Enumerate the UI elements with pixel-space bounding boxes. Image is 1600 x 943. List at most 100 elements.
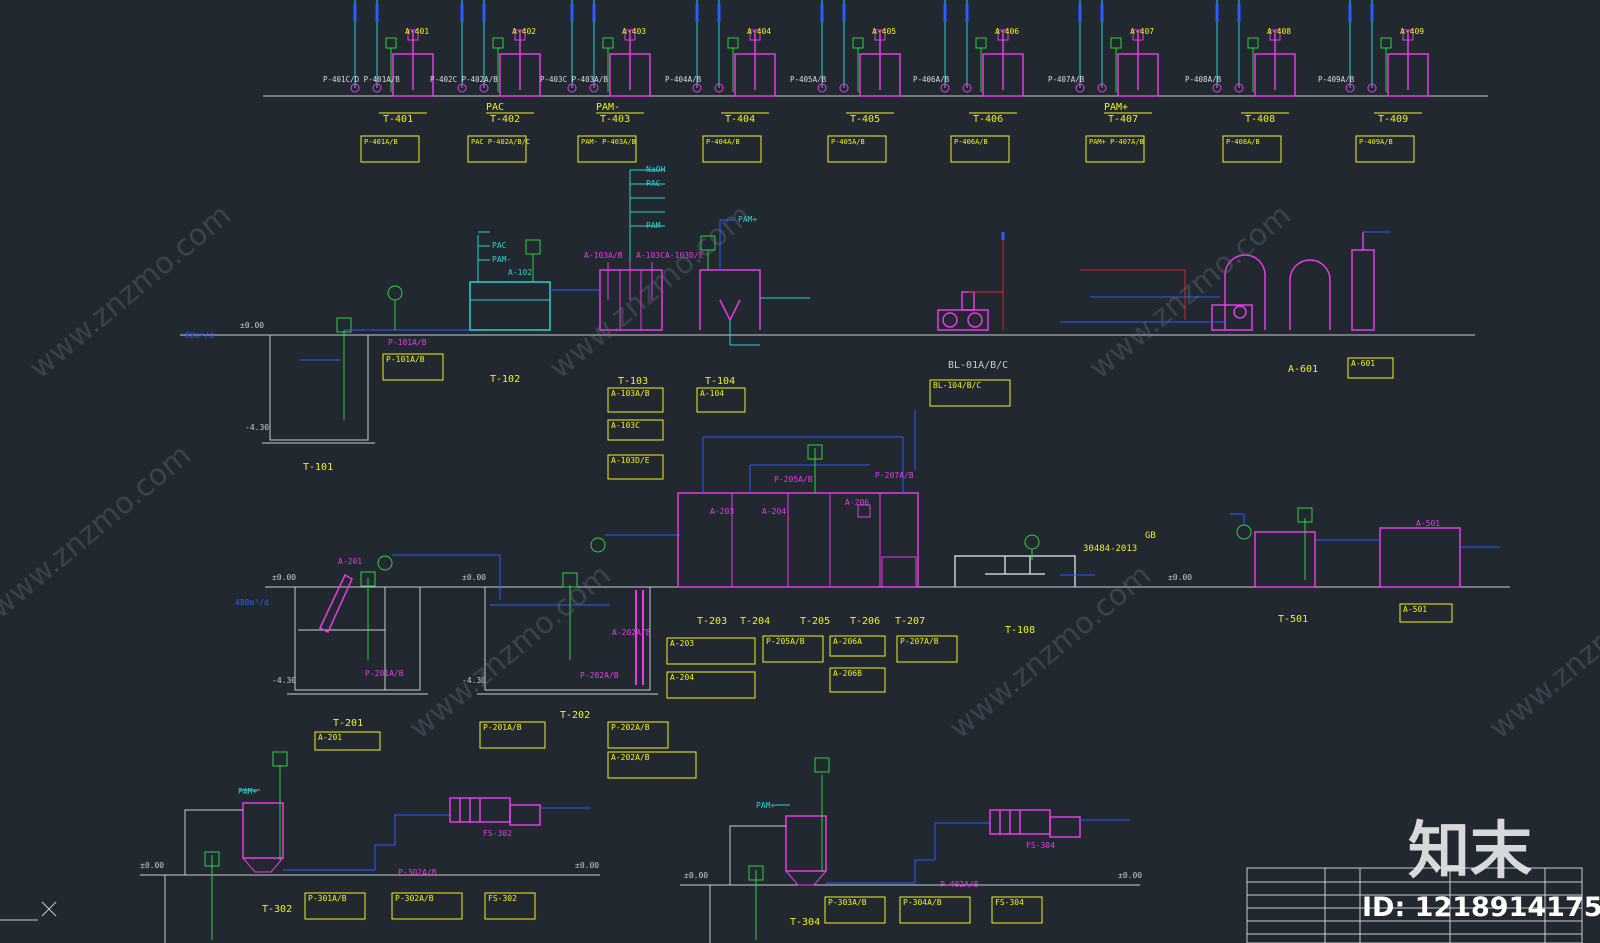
note-a206: A-206A [829, 635, 886, 657]
pump-icon [1097, 83, 1107, 93]
note-a601: A-601 [1347, 357, 1394, 379]
note-a203: A-203 [666, 637, 756, 665]
mixer-a204: A-204 [762, 507, 786, 516]
a501-tank [1379, 527, 1461, 588]
tag-t207: T-207 [895, 616, 925, 627]
unit-tag: T-402 [490, 114, 520, 125]
tag-t204: T-204 [740, 616, 770, 627]
row3-level-zero-4: ±0.00 [1118, 871, 1142, 880]
note-a201: A-201 [314, 731, 381, 751]
row2-level-low-2: -4.30 [462, 676, 486, 685]
mixer-a201: A-201 [338, 557, 362, 566]
t108-basin [954, 555, 1076, 587]
note-p101: P-101A/B [382, 353, 444, 381]
bio-tank-t203-t207 [677, 492, 919, 588]
mixer-label: A-402 [512, 27, 536, 36]
unit-tag: T-403 [600, 114, 630, 125]
pump-label: P-408A/B [1185, 75, 1222, 84]
svg-text:A-202A/B: A-202A/B [611, 753, 650, 762]
watermark-7: www.znzmo.com [1483, 558, 1600, 747]
note-p301: P-301A/B [304, 892, 366, 920]
mixer-a203: A-203 [710, 507, 734, 516]
tag-t501: T-501 [1278, 614, 1308, 625]
spec-note-box [1222, 135, 1282, 163]
tag-t203: T-203 [697, 616, 727, 627]
note-a501: A-501 [1399, 603, 1453, 623]
mixer-a102: A-102 [508, 268, 532, 277]
note-fs302: FS-302 [484, 892, 536, 920]
mixer-a501: A-501 [1416, 519, 1440, 528]
spec-note-text: PAC P-402A/B/C [471, 138, 530, 146]
ucs-crosshair-icon [0, 901, 57, 921]
note-fs304: FS-304 [991, 896, 1043, 924]
mixer-label: A-407 [1130, 27, 1154, 36]
pump-label: P-404A/B [665, 75, 702, 84]
svg-text:A-204: A-204 [670, 673, 694, 682]
row1-level-zero: ±0.00 [240, 321, 264, 330]
note-p201: P-201A/B [479, 721, 546, 749]
pump-icon [567, 83, 577, 93]
svg-text:A-104: A-104 [700, 389, 724, 398]
unit-label: PAM- [596, 102, 620, 113]
note-a103c: A-103C [607, 419, 664, 441]
mixer-label: A-408 [1267, 27, 1291, 36]
chem-label-naoh: NaOH [646, 165, 665, 174]
mixer-label: A-406 [995, 27, 1019, 36]
spec-note-text: PAM+ P-407A/B [1089, 138, 1144, 146]
spec-note-box [702, 135, 762, 163]
tag-scrubber: A-601 [1288, 364, 1318, 375]
scrubber-system [1211, 232, 1375, 331]
level-switch-icon [727, 37, 739, 49]
pump-icon [962, 83, 972, 93]
tag-t103: T-103 [618, 376, 648, 387]
watermark-1: www.znzmo.com [23, 198, 238, 387]
svg-text:A-206A: A-206A [833, 637, 862, 646]
pump-p205: P-205A/B [774, 475, 813, 484]
pump-icon [350, 83, 360, 93]
pump-icon [817, 83, 827, 93]
note-a103ab: A-103A/B [607, 387, 664, 413]
row2-level-zero: ±0.00 [272, 573, 296, 582]
pump-icon [714, 83, 724, 93]
mixer-motor-icon [1132, 29, 1144, 41]
note-a104: A-104 [696, 387, 746, 413]
unit-tag: T-409 [1378, 114, 1408, 125]
mixer-label: A-405 [872, 27, 896, 36]
chem-label-pac-2: PAC [646, 179, 661, 188]
pump-icon [1345, 83, 1355, 93]
note-p207: P-207A/B [896, 635, 958, 663]
mixer-motor-icon [749, 29, 761, 41]
mixer-motor-icon [407, 29, 419, 41]
mixer-motor-icon [1269, 29, 1281, 41]
tag-t205: T-205 [800, 616, 830, 627]
svg-text:BL-104/B/C: BL-104/B/C [933, 381, 981, 390]
t302-tank [242, 802, 284, 859]
t103-reactor [599, 269, 663, 331]
row2-flow-in: 488m³/d [235, 598, 269, 607]
tag-t302: T-302 [262, 904, 292, 915]
pump-icon [1234, 83, 1244, 93]
svg-text:FS-302: FS-302 [488, 894, 517, 903]
note-p304: P-304A/B [899, 896, 971, 924]
svg-text:A-103C: A-103C [611, 421, 640, 430]
pump-label: P-405A/B [790, 75, 827, 84]
note-a202: A-202A/B [607, 751, 697, 779]
note-a204: A-204 [666, 671, 756, 699]
pump-label: P-409A/B [1318, 75, 1355, 84]
tag-t304: T-304 [790, 917, 820, 928]
level-switch-icon [1110, 37, 1122, 49]
watermarks: www.znzmo.com www.znzmo.com www.znzmo.co… [0, 198, 1600, 747]
pump-icon [372, 83, 382, 93]
pump-icon [457, 83, 467, 93]
unit-tag: T-404 [725, 114, 755, 125]
note-p205: P-205A/B [762, 635, 824, 663]
unit-label: PAM+ [1104, 102, 1128, 113]
mixer-a206: A-206 [845, 498, 869, 507]
row3-level-zero: ±0.00 [140, 861, 164, 870]
standard-number: 30484-2013 [1083, 544, 1137, 554]
